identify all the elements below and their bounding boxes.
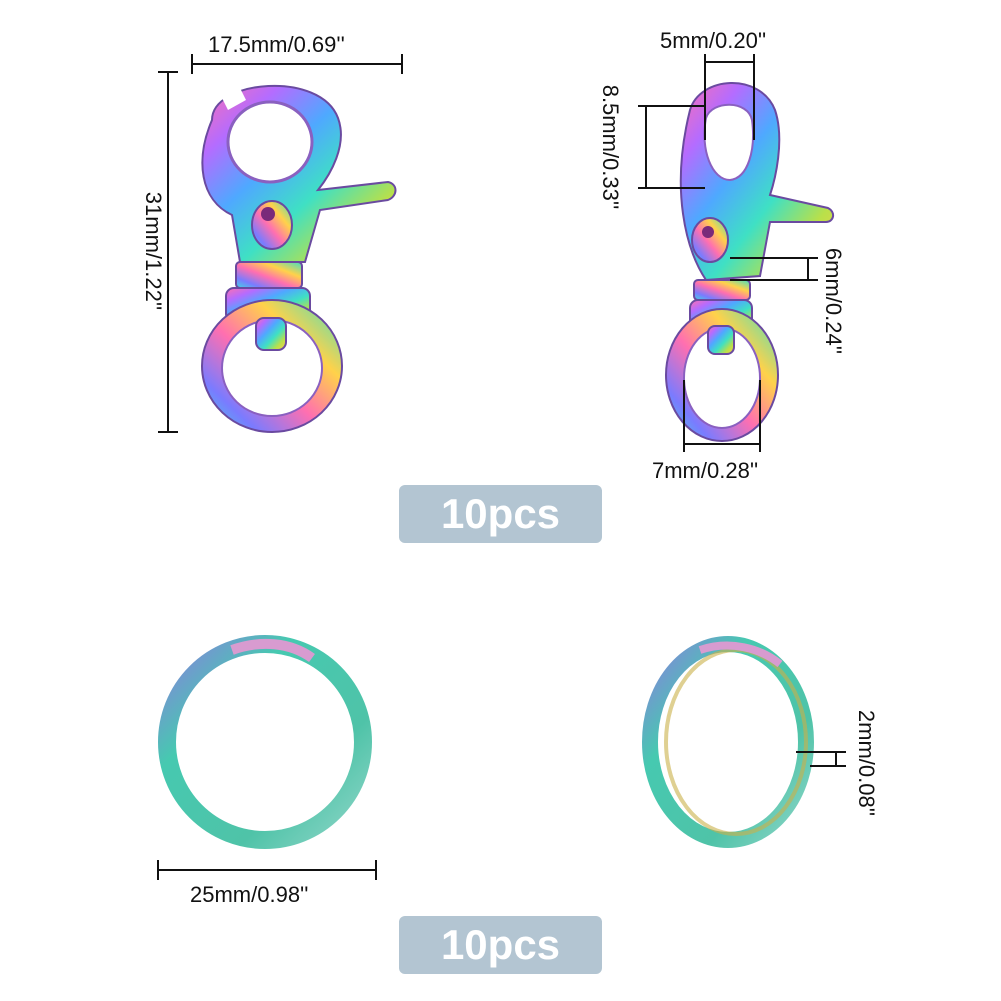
clasp-swivel-label: 7mm/0.28''	[652, 458, 759, 483]
ring-quantity-badge: 10pcs	[399, 916, 602, 974]
split-ring-front	[158, 635, 372, 849]
clasp-width-label: 17.5mm/0.69''	[208, 32, 345, 57]
clasp-quantity-badge: 10pcs	[399, 485, 602, 543]
clasp-height-label: 31mm/1.22''	[141, 191, 166, 311]
split-ring-side	[642, 636, 814, 848]
swivel-clasp-front	[201, 84, 397, 433]
ring-thickness-label: 2mm/0.08''	[854, 709, 879, 817]
clasp-loop-height-label: 8.5mm/0.33''	[598, 84, 623, 210]
clasp-gap-label: 5mm/0.20''	[660, 28, 767, 53]
dimension-lines	[157, 54, 846, 880]
swivel-clasp-side	[665, 82, 834, 442]
clasp-pin-label: 6mm/0.24''	[821, 247, 846, 355]
ring-diameter-label: 25mm/0.98''	[190, 882, 309, 907]
